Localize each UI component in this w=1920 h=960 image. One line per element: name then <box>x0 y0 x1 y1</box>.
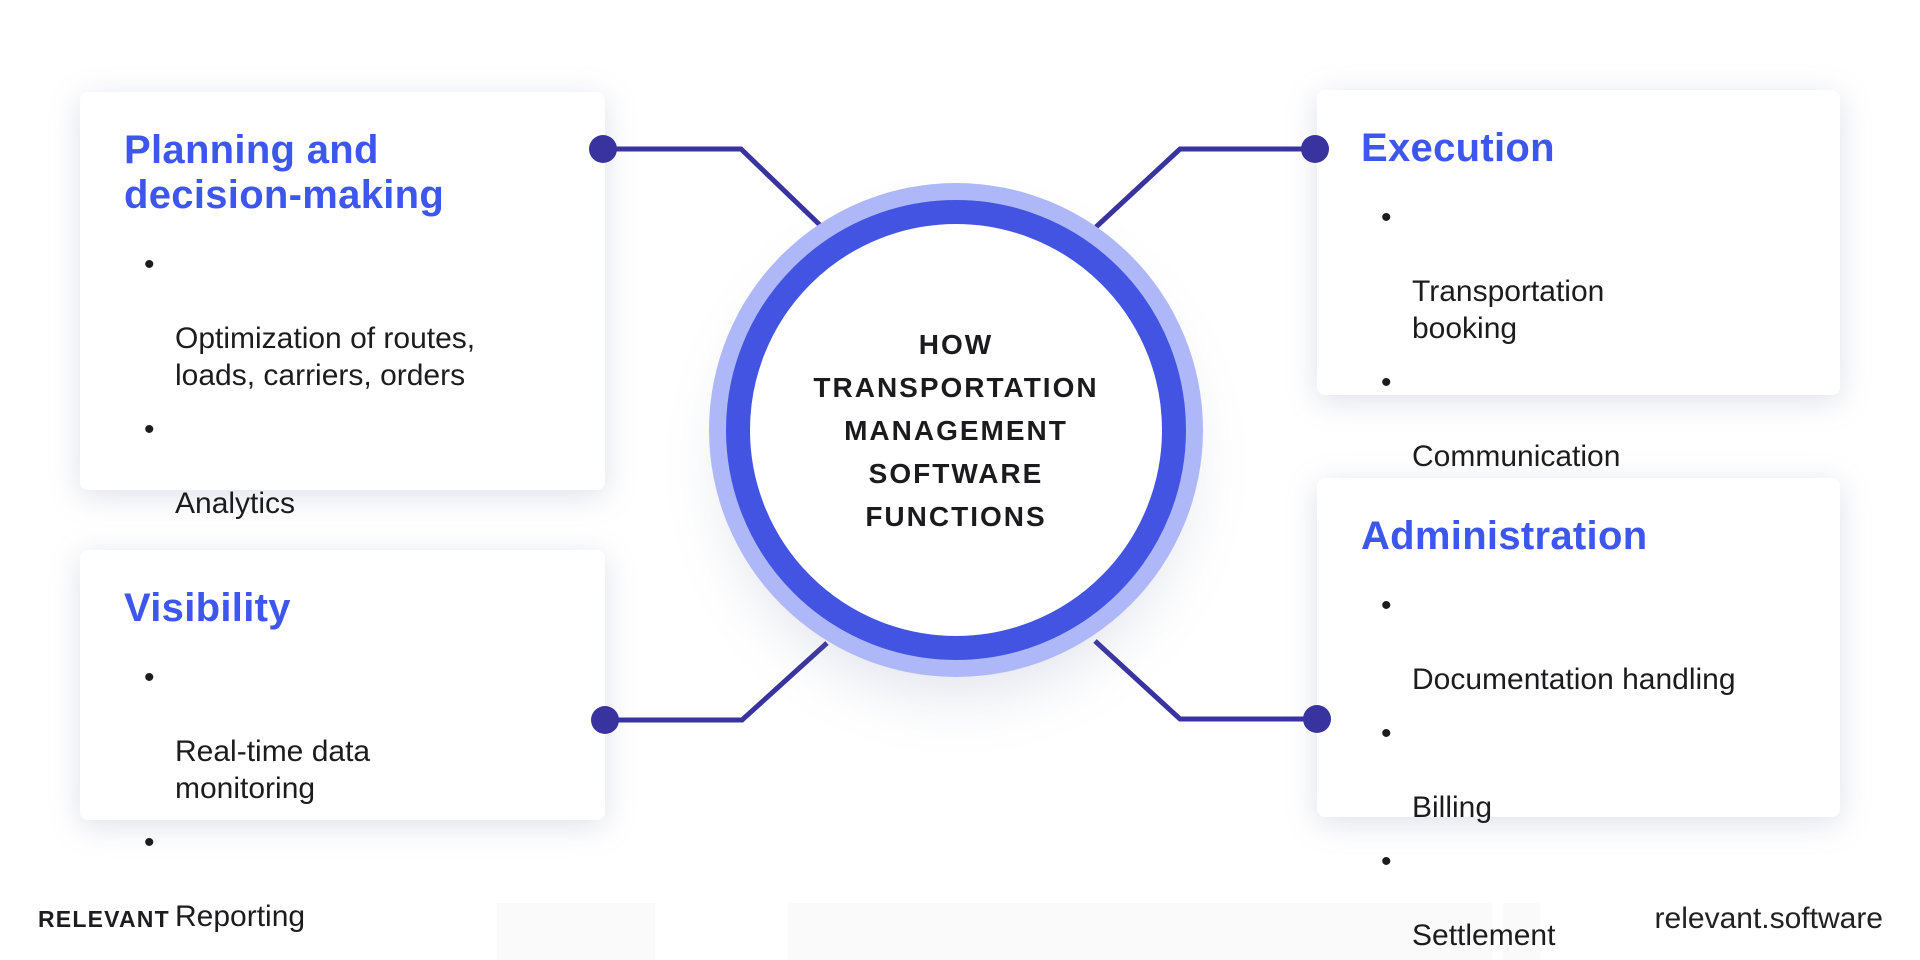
bullet-icon: • <box>1381 589 1392 622</box>
card-visibility-title: Visibility <box>124 586 291 630</box>
brand-logo: RELEVANT <box>38 906 170 932</box>
bullet-icon: • <box>144 826 155 859</box>
central-circle-label: HOW TRANSPORTATION MANAGEMENT SOFTWARE F… <box>813 328 1099 532</box>
list-item: • Documentation handling <box>1381 587 1796 698</box>
card-administration-list: • Documentation handling • Billing • Set… <box>1381 587 1796 960</box>
bullet-text: Optimization of routes, loads, carriers,… <box>175 322 476 392</box>
bullet-icon: • <box>144 248 155 281</box>
card-visibility: Visibility • Real-time data monitoring •… <box>80 550 605 933</box>
bullet-text: Analytics <box>175 487 296 520</box>
list-item: • Analytics <box>144 411 561 522</box>
background-band <box>497 903 655 960</box>
card-administration: Administration • Documentation handling … <box>1317 478 1840 952</box>
connector-top-right <box>1094 135 1329 229</box>
list-item: • Reporting <box>144 824 561 935</box>
bullet-icon: • <box>1381 845 1392 878</box>
card-planning-title: Planning and decision-making <box>124 128 445 217</box>
background-band <box>1503 903 1540 960</box>
central-circle: HOW TRANSPORTATION MANAGEMENT SOFTWARE F… <box>726 200 1186 660</box>
background-band <box>788 903 1492 960</box>
connector-dot <box>1303 705 1331 733</box>
list-item: • Optimization of routes, loads, carrier… <box>144 246 561 394</box>
card-planning: Planning and decision-making • Optimizat… <box>80 92 605 685</box>
bullet-text: Real-time data monitoring <box>175 735 371 805</box>
connector-top-left <box>589 135 824 229</box>
bullet-icon: • <box>1381 201 1392 234</box>
bullet-text: Billing <box>1412 791 1493 824</box>
bullet-icon: • <box>144 661 155 694</box>
list-item: • Billing <box>1381 715 1796 826</box>
card-administration-title: Administration <box>1361 514 1648 558</box>
list-item: • Real-time data monitoring <box>144 659 561 807</box>
bullet-icon: • <box>144 413 155 446</box>
bullet-text: Settlement <box>1412 919 1556 952</box>
card-execution-title: Execution <box>1361 126 1555 170</box>
list-item: • Transportation booking <box>1381 199 1796 347</box>
bullet-icon: • <box>1381 366 1392 399</box>
connector-bottom-right <box>1093 639 1331 733</box>
card-visibility-list: • Real-time data monitoring • Reporting <box>144 659 561 935</box>
website-text: relevant.software <box>1654 902 1883 935</box>
connector-dot <box>1301 135 1329 163</box>
list-item: • Settlement <box>1381 843 1796 954</box>
bullet-text: Transportation booking <box>1412 275 1605 345</box>
connector-dot <box>589 135 617 163</box>
connector-dot <box>591 706 619 734</box>
bullet-icon: • <box>1381 717 1392 750</box>
bullet-text: Reporting <box>175 900 306 933</box>
bullet-text: Documentation handling <box>1412 663 1736 696</box>
connector-bottom-left <box>591 641 829 734</box>
